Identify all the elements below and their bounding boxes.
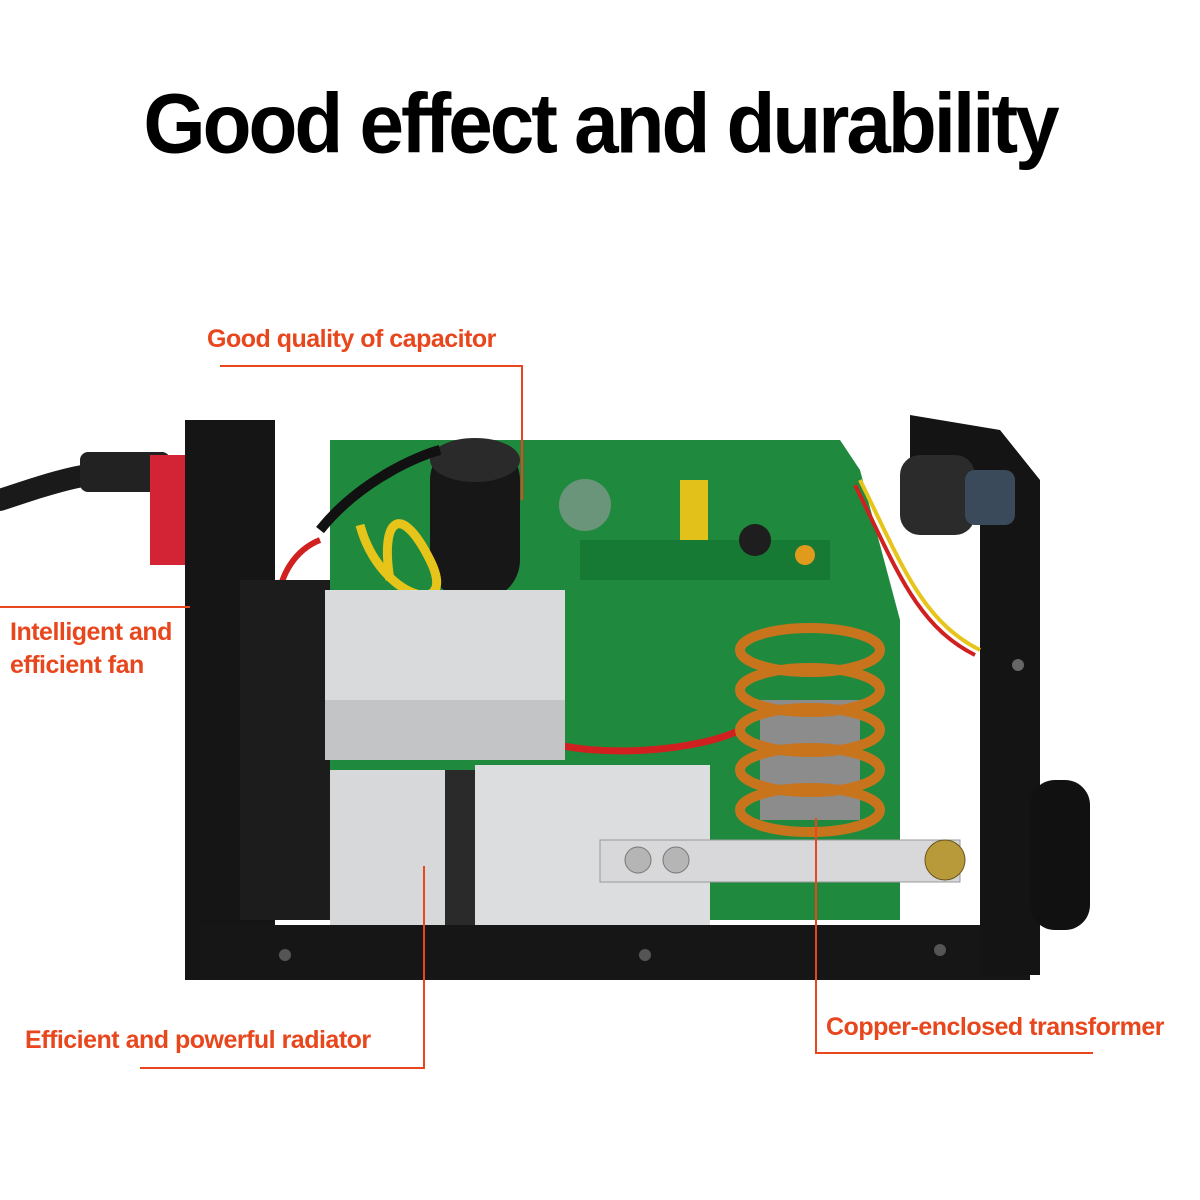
yellow-wire — [355, 519, 441, 600]
colored-wires — [858, 479, 981, 652]
small-capacitor — [739, 524, 771, 556]
frame-hole — [1012, 659, 1024, 671]
frame-bottom — [200, 925, 1030, 980]
pcb-capacitor — [559, 479, 611, 531]
fan-callout-line1: Intelligent and — [10, 618, 172, 646]
copper-coil-ring — [735, 783, 885, 837]
screw — [662, 846, 690, 874]
frame-hole — [934, 944, 946, 956]
fan-callout-line2: efficient fan — [10, 651, 144, 679]
transformer-callout: Copper-enclosed transformer — [826, 1013, 1164, 1041]
leader-line-transformer — [815, 818, 1093, 1054]
colored-wires — [853, 484, 976, 657]
leader-line-capacitor — [220, 365, 523, 500]
frame-hole — [279, 949, 291, 961]
fan — [240, 580, 330, 920]
screw — [624, 846, 652, 874]
headline: Good effect and durability — [143, 76, 1059, 171]
yellow-component — [680, 480, 708, 540]
main-capacitor — [430, 440, 520, 600]
red-switch — [150, 455, 190, 565]
transformer-core — [760, 700, 860, 820]
heatsink-lower-left — [330, 770, 445, 925]
heatsink-gap — [445, 770, 475, 925]
frame-hole — [639, 949, 651, 961]
front-panel — [910, 415, 1040, 975]
output-connector — [1030, 780, 1090, 930]
cable-strain-relief — [80, 452, 170, 492]
metal-bar — [599, 839, 961, 883]
knob-grip — [965, 470, 1015, 525]
brass-screw — [924, 839, 966, 881]
black-wire — [316, 445, 442, 534]
pcb-daughterboard — [580, 540, 830, 580]
heatsink-upper-shade — [325, 700, 565, 760]
capacitor-callout: Good quality of capacitor — [207, 325, 496, 353]
control-knob — [900, 455, 975, 535]
capacitor-top — [430, 438, 520, 482]
leader-line-radiator — [140, 866, 425, 1069]
radiator-callout: Efficient and powerful radiator — [25, 1026, 371, 1054]
orange-capacitor — [795, 545, 815, 565]
